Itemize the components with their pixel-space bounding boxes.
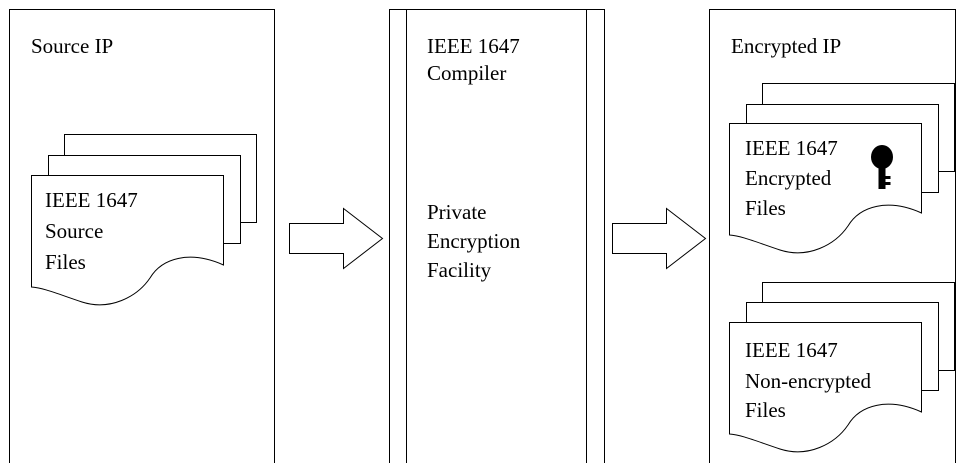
non-encrypted-files-line-3: Files [745, 398, 786, 422]
key-icon [871, 145, 893, 189]
source-ip-panel: Source IP IEEE 1647 Source Files [9, 9, 275, 463]
encrypted-ip-panel: Encrypted IP IEEE 1647 Encrypted Files I… [709, 9, 956, 463]
encrypted-files-line-2: Encrypted [745, 166, 832, 190]
non-encrypted-files-line-1: IEEE 1647 [745, 338, 838, 362]
compiler-title-line-1: IEEE 1647 [427, 34, 520, 58]
facility-line-1: Private [427, 200, 486, 224]
source-ip-title: Source IP [31, 34, 113, 58]
non-encrypted-files-line-2: Non-encrypted [745, 369, 871, 393]
non-encrypted-files-document [729, 322, 922, 453]
source-files-document [31, 175, 224, 306]
compiler-title-line-2: Compiler [427, 61, 506, 85]
facility-line-2: Encryption [427, 229, 521, 253]
facility-line-3: Facility [427, 258, 492, 282]
encrypted-ip-title: Encrypted IP [731, 34, 841, 58]
encrypted-files-line-3: Files [745, 196, 786, 220]
source-files-document-stack: IEEE 1647 Source Files [31, 134, 257, 306]
compiler-panel: IEEE 1647 Compiler Private Encryption Fa… [389, 9, 605, 463]
non-encrypted-files-document-stack: IEEE 1647 Non-encrypted Files [729, 282, 955, 453]
flow-arrow-2 [612, 207, 707, 270]
encrypted-files-line-1: IEEE 1647 [745, 136, 838, 160]
source-files-line-2: Source [45, 219, 103, 243]
source-files-line-3: Files [45, 250, 86, 274]
encrypted-files-document-stack: IEEE 1647 Encrypted Files [729, 83, 955, 254]
source-files-line-1: IEEE 1647 [45, 188, 138, 212]
flow-arrow-1 [289, 207, 384, 270]
